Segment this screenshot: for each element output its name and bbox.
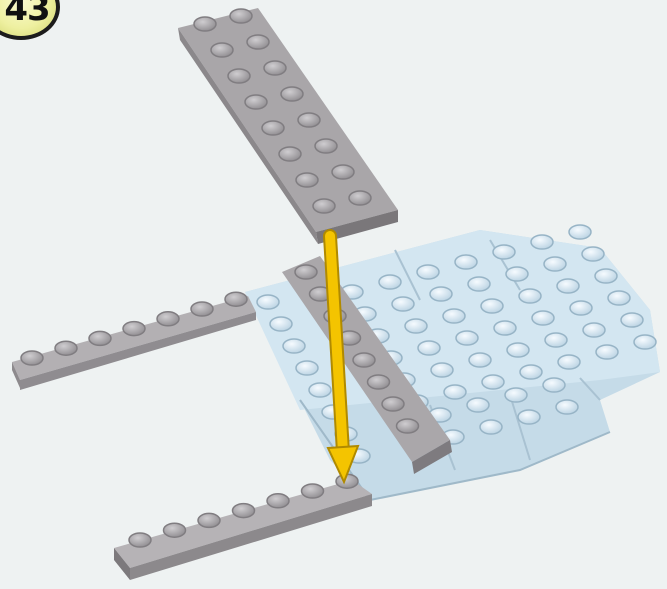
stud xyxy=(129,533,151,547)
stud xyxy=(455,255,477,269)
stud xyxy=(444,385,466,399)
stud xyxy=(556,400,578,414)
stud xyxy=(569,225,591,239)
stud xyxy=(469,353,491,367)
stud xyxy=(493,245,515,259)
stud xyxy=(583,323,605,337)
stud xyxy=(123,322,145,336)
stud xyxy=(247,35,269,49)
stud xyxy=(279,147,301,161)
stud xyxy=(532,311,554,325)
stud xyxy=(468,277,490,291)
stud xyxy=(198,513,220,527)
stud xyxy=(194,17,216,31)
stud xyxy=(309,383,331,397)
stud xyxy=(332,165,354,179)
stud xyxy=(418,341,440,355)
stud xyxy=(505,388,527,402)
stud xyxy=(519,289,541,303)
stud xyxy=(494,321,516,335)
stud xyxy=(595,269,617,283)
stud xyxy=(230,9,252,23)
stud xyxy=(281,87,303,101)
stud xyxy=(379,275,401,289)
stud xyxy=(382,397,404,411)
stud xyxy=(302,484,324,498)
stud xyxy=(264,61,286,75)
stud xyxy=(228,69,250,83)
stud xyxy=(21,351,43,365)
stud xyxy=(392,297,414,311)
stud xyxy=(480,420,502,434)
stud xyxy=(89,331,111,345)
stud xyxy=(164,523,186,537)
stud xyxy=(270,317,292,331)
stud xyxy=(295,265,317,279)
stud xyxy=(544,257,566,271)
stud xyxy=(267,494,289,508)
stud xyxy=(225,292,247,306)
stud xyxy=(405,319,427,333)
step-number: 43 xyxy=(0,0,56,26)
stud xyxy=(570,301,592,315)
stud xyxy=(191,302,213,316)
stud xyxy=(481,299,503,313)
stud xyxy=(456,331,478,345)
stud xyxy=(431,363,453,377)
stud xyxy=(506,267,528,281)
stud xyxy=(262,121,284,135)
stud xyxy=(296,173,318,187)
plate-2x8-gray-icon xyxy=(178,8,398,244)
stud xyxy=(353,353,375,367)
stud xyxy=(520,365,542,379)
stud xyxy=(582,247,604,261)
stud xyxy=(397,419,419,433)
stud xyxy=(313,199,335,213)
stud xyxy=(507,343,529,357)
stud xyxy=(157,312,179,326)
stud xyxy=(211,43,233,57)
stud xyxy=(417,265,439,279)
stud xyxy=(430,287,452,301)
stud xyxy=(315,139,337,153)
stud xyxy=(596,345,618,359)
stud xyxy=(545,333,567,347)
stud xyxy=(443,309,465,323)
stud xyxy=(482,375,504,389)
stud xyxy=(467,398,489,412)
stud xyxy=(531,235,553,249)
stud xyxy=(298,113,320,127)
gray-plate-left xyxy=(12,296,256,390)
stud xyxy=(634,335,656,349)
stud xyxy=(296,361,318,375)
stud xyxy=(257,295,279,309)
stud xyxy=(245,95,267,109)
stud xyxy=(518,410,540,424)
stud xyxy=(283,339,305,353)
stud xyxy=(558,355,580,369)
stud xyxy=(55,341,77,355)
gray-plate-bottom xyxy=(114,480,372,580)
stud xyxy=(557,279,579,293)
stud xyxy=(543,378,565,392)
stud xyxy=(233,504,255,518)
stud xyxy=(349,191,371,205)
stud xyxy=(608,291,630,305)
stud xyxy=(621,313,643,327)
stud xyxy=(368,375,390,389)
